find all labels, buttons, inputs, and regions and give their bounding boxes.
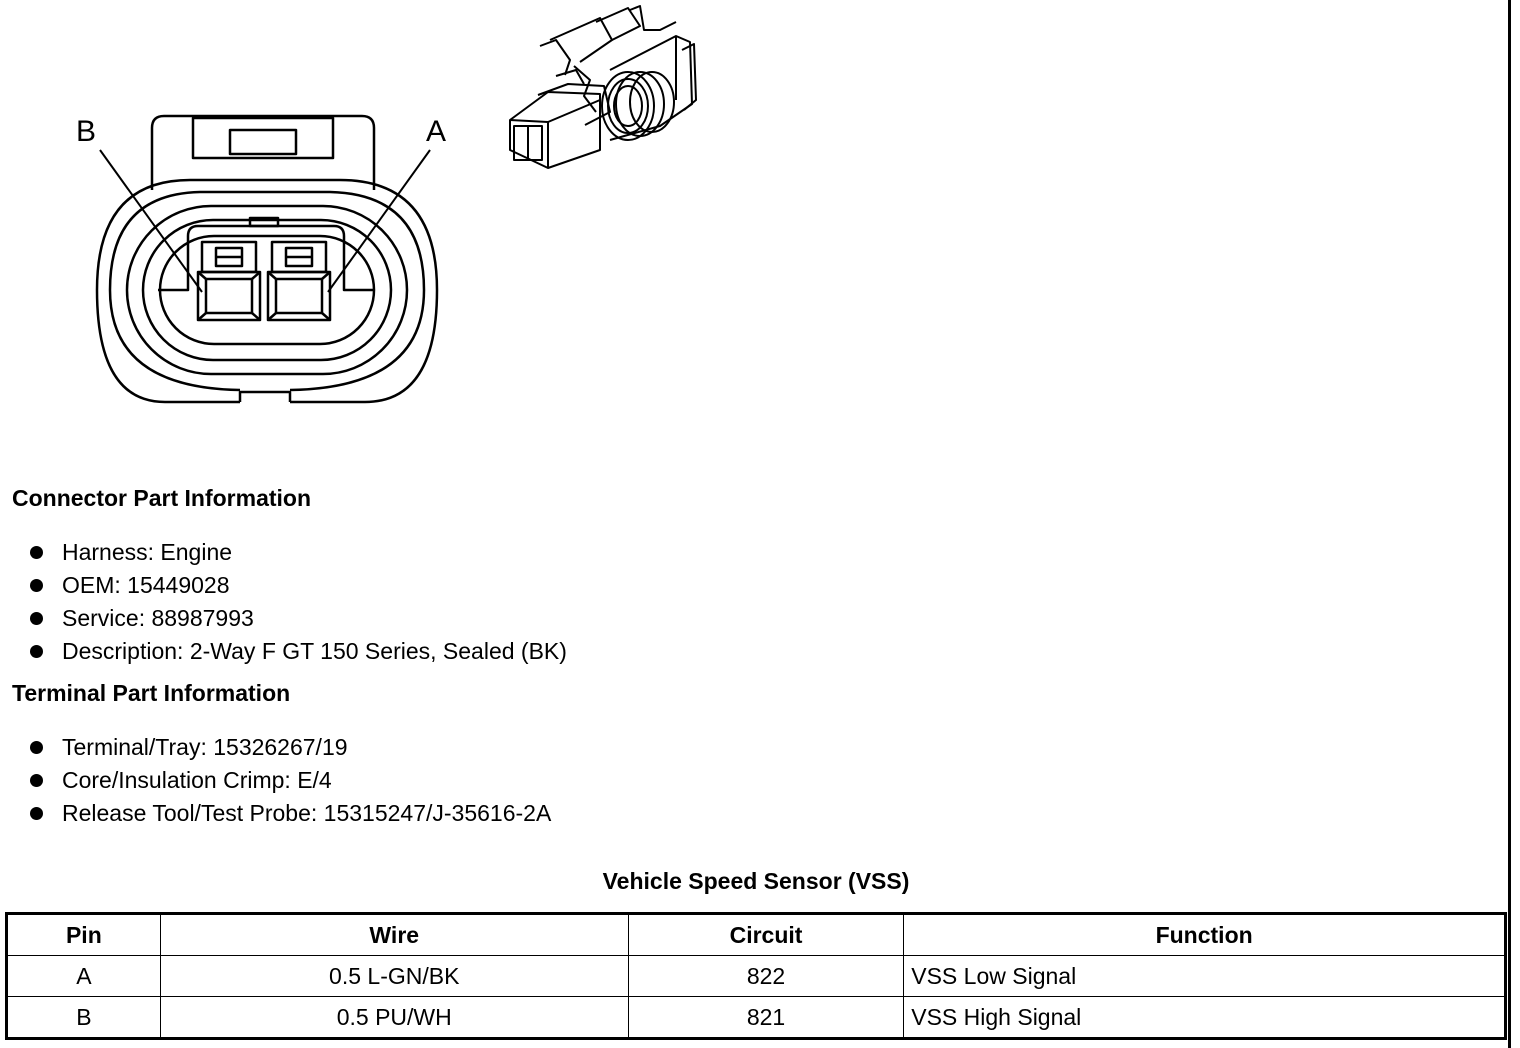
list-item-text: Release Tool/Test Probe: 15315247/J-3561…	[62, 800, 552, 826]
cell-circuit: 821	[627, 996, 905, 1039]
list-item: Release Tool/Test Probe: 15315247/J-3561…	[30, 797, 551, 830]
cell-circuit: 822	[627, 955, 905, 997]
pin-b-label: B	[76, 115, 96, 148]
connector-info-heading: Connector Part Information	[12, 485, 312, 511]
list-item-text: OEM: 15449028	[62, 572, 230, 598]
list-item-text: Core/Insulation Crimp: E/4	[62, 767, 332, 793]
pin-a-leader-line	[327, 149, 431, 293]
connector-face-drawing	[95, 114, 439, 404]
column-header-function: Function	[903, 913, 1506, 956]
bullet-icon	[30, 579, 43, 592]
cell-function: VSS High Signal	[903, 996, 1506, 1039]
list-item: Service: 88987993	[30, 602, 567, 635]
column-header-pin: Pin	[6, 913, 161, 956]
cell-pin: A	[6, 955, 161, 997]
cell-function: VSS Low Signal	[903, 955, 1506, 997]
table-row: B 0.5 PU/WH 821 VSS High Signal	[6, 996, 1506, 1039]
pinout-table: Pin Wire Circuit Function A 0.5 L-GN/BK …	[5, 912, 1507, 1040]
pin-a-label: A	[426, 115, 446, 148]
bullet-icon	[30, 645, 43, 658]
cell-wire: 0.5 PU/WH	[159, 996, 629, 1039]
connector-isometric-drawing	[509, 5, 697, 169]
cell-wire: 0.5 L-GN/BK	[159, 955, 629, 997]
list-item: Description: 2-Way F GT 150 Series, Seal…	[30, 635, 567, 668]
bullet-icon	[30, 774, 43, 787]
list-item-text: Harness: Engine	[62, 539, 233, 565]
bullet-icon	[30, 546, 43, 559]
list-item: OEM: 15449028	[30, 569, 567, 602]
list-item: Core/Insulation Crimp: E/4	[30, 764, 551, 797]
column-header-circuit: Circuit	[627, 913, 905, 956]
list-item-text: Service: 88987993	[62, 605, 254, 631]
page-border-right	[1508, 0, 1511, 1048]
list-item: Harness: Engine	[30, 536, 567, 569]
table-header-row: Pin Wire Circuit Function	[6, 913, 1506, 956]
list-item-text: Terminal/Tray: 15326267/19	[62, 734, 348, 760]
bullet-icon	[30, 741, 43, 754]
list-item: Terminal/Tray: 15326267/19	[30, 731, 551, 764]
bullet-icon	[30, 612, 43, 625]
connector-diagram: B A	[76, 5, 697, 404]
connector-info-list: Harness: Engine OEM: 15449028 Service: 8…	[30, 536, 567, 668]
pin-b-leader-line	[99, 149, 203, 293]
table-row: A 0.5 L-GN/BK 822 VSS Low Signal	[6, 955, 1506, 997]
list-item-text: Description: 2-Way F GT 150 Series, Seal…	[62, 638, 567, 664]
bullet-icon	[30, 807, 43, 820]
terminal-info-heading: Terminal Part Information	[12, 680, 291, 706]
column-header-wire: Wire	[159, 913, 629, 956]
cell-pin: B	[6, 996, 161, 1039]
table-title: Vehicle Speed Sensor (VSS)	[602, 868, 910, 894]
terminal-info-list: Terminal/Tray: 15326267/19 Core/Insulati…	[30, 731, 551, 830]
